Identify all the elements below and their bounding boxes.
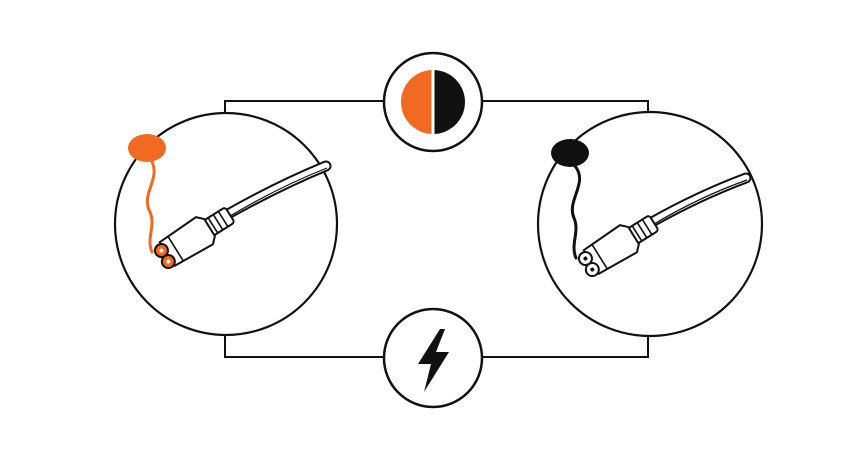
left-plug-node [113, 111, 339, 337]
left-marker-tail [145, 158, 156, 254]
half-orange-half-black-circle-icon [401, 70, 465, 134]
right-power-plug-icon [551, 139, 752, 278]
right-marker-tail [570, 163, 582, 260]
top-badge [382, 51, 484, 153]
left-color-marker [128, 134, 166, 162]
bottom-badge [382, 307, 484, 409]
left-power-plug-icon [128, 134, 332, 270]
right-color-marker [551, 139, 589, 167]
lightning-bolt-icon [418, 329, 449, 392]
right-plug-node [536, 110, 764, 338]
